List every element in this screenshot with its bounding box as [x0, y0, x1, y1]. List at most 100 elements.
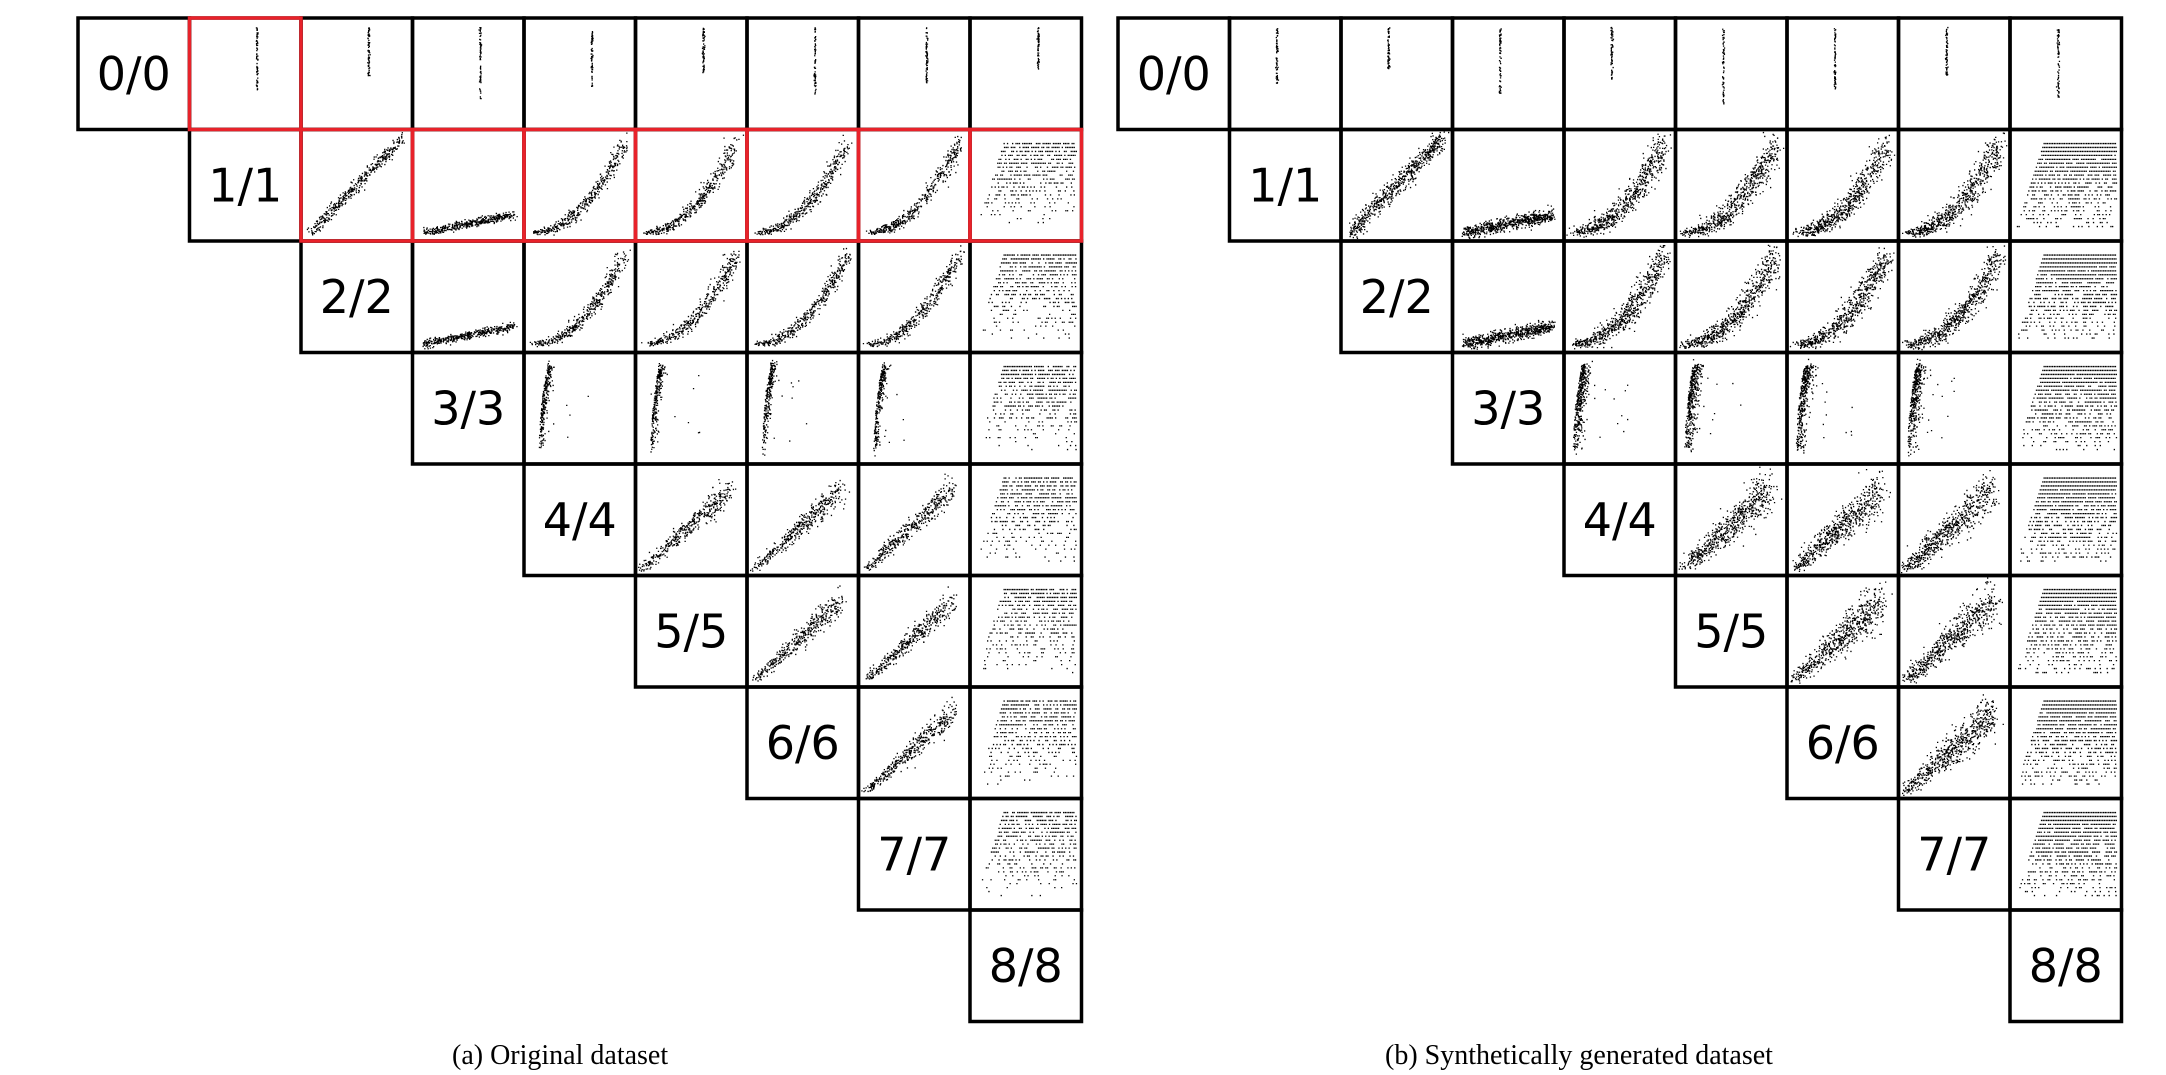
scatter-cell-2-3: [1461, 319, 1556, 350]
cell-border: [299, 16, 415, 132]
scatter-cell-1-7: [865, 135, 962, 235]
cell-border: [2008, 127, 2124, 243]
scatter-cell-0-8: [2055, 29, 2061, 98]
scatter-points: [533, 132, 628, 236]
cell-border: [410, 16, 526, 132]
scatter-cell-3-5: [650, 363, 701, 453]
diagonal-cell-5: 5/5: [1694, 604, 1768, 658]
scatter-cell-0-6: [1833, 28, 1837, 90]
scatter-cell-0-7: [925, 27, 929, 84]
highlight-box-1-7: [856, 127, 972, 243]
scatter-points: [1902, 577, 2003, 684]
highlight-box-0-1: [187, 16, 303, 132]
scatter-cell-1-4: [1566, 133, 1672, 238]
scatter-cell-1-3: [423, 211, 518, 235]
scatter-points: [2022, 365, 2118, 451]
scatter-points: [983, 588, 1077, 674]
scatter-cell-4-6: [750, 479, 851, 572]
scatter-cell-0-3: [478, 27, 483, 100]
scatter-cell-3-8: [2022, 365, 2118, 451]
scatter-cell-1-6: [1792, 134, 1896, 238]
cell-border: [856, 16, 972, 132]
scatter-points: [367, 27, 371, 77]
scatter-points: [529, 249, 631, 348]
scatter-points: [925, 27, 929, 84]
scatter-points: [1572, 245, 1671, 350]
cell-border: [1562, 127, 1678, 243]
scatter-cell-4-7: [1901, 470, 2000, 574]
scatter-cell-2-3: [422, 321, 518, 350]
scatter-cell-3-8: [985, 365, 1078, 451]
scatter-points: [638, 479, 737, 572]
diagonal-label-3: 3/3: [431, 381, 505, 435]
scatter-points: [1498, 28, 1502, 94]
scatter-points: [650, 363, 701, 453]
scatter-points: [1902, 132, 2008, 238]
cell-border: [856, 462, 972, 578]
scatter-points: [1610, 26, 1615, 80]
scatter-points: [1572, 360, 1629, 455]
scatter-points: [1902, 694, 2004, 796]
scatter-cell-4-8: [980, 477, 1077, 562]
cell-border: [633, 16, 749, 132]
scatter-cell-4-8: [2020, 477, 2118, 562]
cell-border: [968, 16, 1084, 132]
scatter-points: [1349, 131, 1450, 239]
scatter-points: [641, 250, 741, 347]
diagonal-cell-1: 1/1: [208, 158, 282, 212]
diagonal-cell-7: 7/7: [877, 827, 951, 881]
scatter-points: [1833, 28, 1837, 90]
scatter-cell-3-7: [1907, 358, 1955, 457]
scatter-cell-1-2: [1349, 131, 1450, 239]
scatter-points: [863, 473, 957, 571]
diagonal-cell-2: 2/2: [320, 270, 394, 324]
scatter-cell-0-4: [590, 31, 594, 87]
scatter-points: [982, 254, 1077, 339]
scatter-points: [813, 27, 817, 95]
diagonal-cell-7: 7/7: [1917, 827, 1991, 881]
scatter-points: [643, 134, 745, 236]
cell-border: [2008, 350, 2124, 466]
original-dataset-matrix: 0/01/12/23/34/45/56/67/78/8: [76, 16, 1084, 1024]
scatter-cell-4-5: [638, 479, 737, 572]
scatter-points: [701, 27, 706, 74]
cell-border: [2008, 796, 2124, 912]
diagonal-label-4: 4/4: [1583, 493, 1657, 547]
scatter-cell-4-5: [1678, 466, 1783, 570]
diagonal-label-2: 2/2: [1360, 270, 1434, 324]
scatter-points: [423, 211, 518, 235]
scatter-cell-3-4: [1572, 360, 1629, 455]
scatter-points: [861, 696, 957, 793]
diagonal-cell-4: 4/4: [543, 493, 617, 547]
diagonal-label-5: 5/5: [1694, 604, 1768, 658]
highlight-box-1-8: [968, 127, 1084, 243]
scatter-points: [754, 247, 852, 347]
cell-border: [1896, 685, 2012, 801]
scatter-points: [2020, 477, 2118, 562]
cell-border: [2008, 685, 2124, 801]
scatter-points: [2018, 254, 2118, 339]
scatter-points: [862, 245, 965, 348]
scatter-points: [2018, 588, 2118, 674]
highlight-box-1-6: [745, 127, 861, 243]
scatter-points: [1901, 470, 2000, 574]
diagonal-label-0: 0/0: [1137, 47, 1211, 101]
scatter-points: [1902, 245, 2007, 351]
cell-border: [1673, 350, 1789, 466]
scatter-points: [2016, 142, 2118, 228]
scatter-cell-0-2: [1387, 27, 1391, 70]
scatter-cell-1-7: [1902, 132, 2008, 238]
diagonal-label-8: 8/8: [989, 939, 1063, 993]
scatter-points: [478, 27, 483, 100]
caption-original-dataset: (a) Original dataset: [452, 1040, 669, 1071]
scatter-cell-2-6: [754, 247, 852, 347]
cell-border: [856, 127, 972, 243]
cell-border: [968, 239, 1084, 355]
scatter-points: [984, 700, 1078, 785]
scatter-points: [865, 135, 962, 235]
diagonal-label-6: 6/6: [1806, 716, 1880, 770]
cell-border: [633, 462, 749, 578]
scatter-points: [1679, 244, 1781, 349]
scatter-points: [2019, 811, 2118, 897]
scatter-cell-5-8: [983, 588, 1077, 674]
